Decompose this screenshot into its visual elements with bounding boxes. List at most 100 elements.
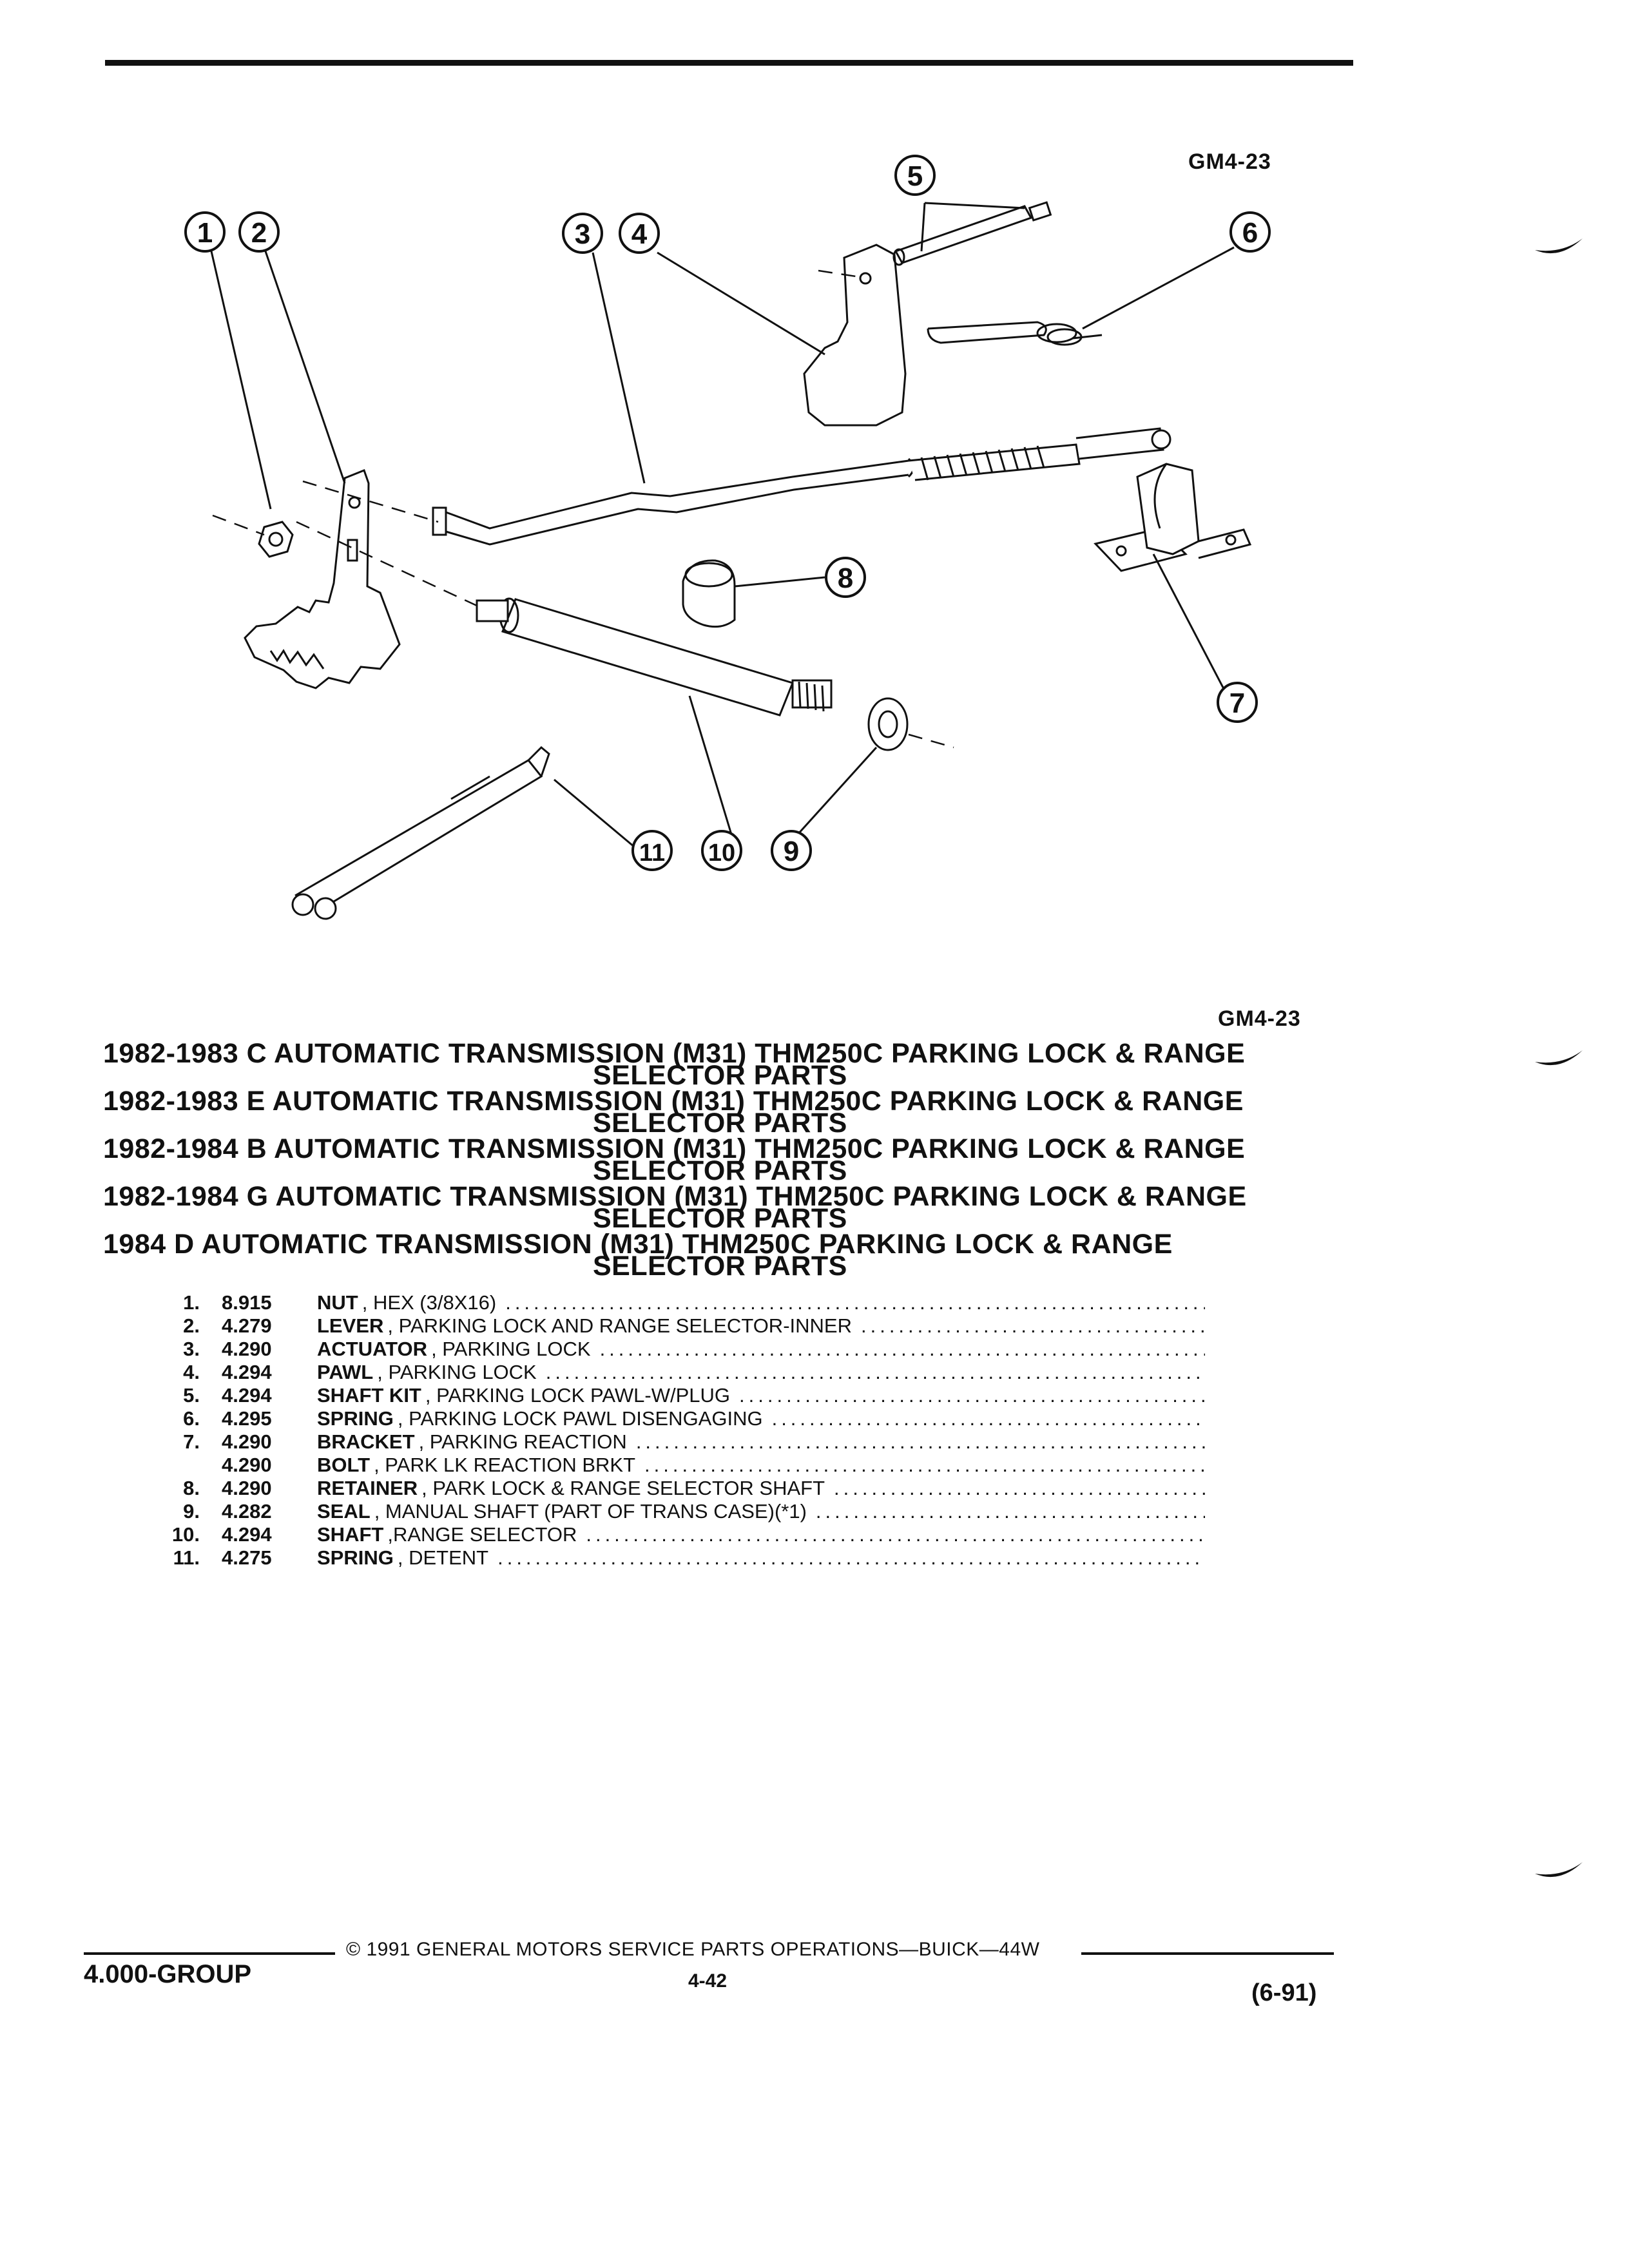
part-group-code: 4.290 xyxy=(222,1338,272,1360)
part-name: NUT xyxy=(317,1291,358,1314)
part-hex-nut xyxy=(258,521,294,558)
part-name: SPRING xyxy=(317,1546,394,1569)
title-sub: SELECTOR PARTS xyxy=(593,1251,847,1282)
dot-leader: ........................................… xyxy=(497,1546,1205,1569)
part-number: 7. xyxy=(183,1430,200,1453)
binder-edge-mark xyxy=(1535,1050,1583,1066)
callout-9: 9 xyxy=(784,836,799,867)
part-name: LEVER xyxy=(317,1314,384,1337)
top-rule xyxy=(105,60,1353,66)
part-number: 3. xyxy=(183,1338,200,1360)
title-sub: SELECTOR PARTS xyxy=(593,1155,847,1186)
part-row: 6. 4.295 SPRING , PARKING LOCK PAWL DISE… xyxy=(142,1407,1205,1430)
part-retainer xyxy=(682,559,736,628)
dot-leader: ........................................… xyxy=(545,1361,1205,1383)
footer-group-label: 4.000-GROUP xyxy=(84,1960,252,1988)
part-description: , PARKING REACTION xyxy=(418,1430,627,1453)
centerlines xyxy=(212,269,954,749)
part-group-code: 4.279 xyxy=(222,1314,272,1337)
callout-11: 11 xyxy=(639,840,665,867)
section-titles: 1982-1983 C AUTOMATIC TRANSMISSION (M31)… xyxy=(103,1038,1353,1281)
leader-lines xyxy=(210,202,1235,858)
part-row: 11. 4.275 SPRING , DETENT ..............… xyxy=(142,1546,1205,1570)
callout-circle-9 xyxy=(771,830,812,871)
dot-leader: ........................................… xyxy=(599,1338,1205,1360)
parts-list: 1. 8.915 NUT , HEX (3/8X16) ............… xyxy=(142,1291,1205,1570)
footer-rule-right xyxy=(1081,1952,1334,1955)
binder-edge-mark xyxy=(1535,1862,1583,1878)
part-description: , PARKING LOCK xyxy=(431,1338,591,1360)
part-name: RETAINER xyxy=(317,1477,418,1499)
callout-4: 4 xyxy=(631,218,648,250)
part-shaft-kit xyxy=(892,201,1052,266)
callout-6: 6 xyxy=(1242,217,1258,249)
part-name: BRACKET xyxy=(317,1430,415,1453)
part-group-code: 4.295 xyxy=(222,1407,272,1430)
dot-leader: ........................................… xyxy=(834,1477,1205,1499)
part-group-code: 4.294 xyxy=(222,1523,272,1546)
part-disengaging-spring xyxy=(927,321,1103,346)
dot-leader: ........................................… xyxy=(635,1430,1205,1453)
part-row: 4.290 BOLT , PARK LK REACTION BRKT .....… xyxy=(142,1454,1205,1477)
part-group-code: 4.290 xyxy=(222,1477,272,1499)
callout-circle-3 xyxy=(562,213,603,254)
callout-circle-1 xyxy=(184,211,226,253)
part-group-code: 4.275 xyxy=(222,1546,272,1569)
title-main: 1982-1983 E AUTOMATIC TRANSMISSION (M31)… xyxy=(103,1086,1244,1117)
title-block: 1982-1983 E AUTOMATIC TRANSMISSION (M31)… xyxy=(103,1086,1353,1138)
part-actuator xyxy=(432,427,1171,546)
part-description: , HEX (3/8X16) xyxy=(361,1291,497,1314)
part-number: 5. xyxy=(183,1384,200,1407)
title-block: 1982-1984 G AUTOMATIC TRANSMISSION (M31)… xyxy=(103,1181,1353,1233)
figure-code-bottom: GM4-23 xyxy=(1218,1006,1301,1031)
callout-10: 10 xyxy=(708,840,735,867)
part-reaction-bracket xyxy=(1094,463,1252,572)
title-main: 1982-1984 G AUTOMATIC TRANSMISSION (M31)… xyxy=(103,1181,1247,1212)
part-pawl xyxy=(803,244,907,427)
title-sub: SELECTOR PARTS xyxy=(593,1108,847,1139)
part-manual-shaft-seal xyxy=(867,697,909,751)
dot-leader: ........................................… xyxy=(505,1291,1205,1314)
callout-circle-2 xyxy=(238,211,280,253)
title-main: 1982-1983 C AUTOMATIC TRANSMISSION (M31)… xyxy=(103,1038,1246,1069)
part-description: , PARK LK REACTION BRKT xyxy=(374,1454,636,1476)
part-name: SHAFT KIT xyxy=(317,1384,421,1407)
part-row: 1. 8.915 NUT , HEX (3/8X16) ............… xyxy=(142,1291,1205,1314)
callout-8: 8 xyxy=(838,562,853,594)
part-row: 7. 4.290 BRACKET , PARKING REACTION ....… xyxy=(142,1430,1205,1454)
part-group-code: 4.294 xyxy=(222,1361,272,1383)
part-name: SHAFT xyxy=(317,1523,384,1546)
callout-circle-5 xyxy=(894,155,936,196)
footer-copyright: © 1991 GENERAL MOTORS SERVICE PARTS OPER… xyxy=(346,1939,1040,1960)
callout-3: 3 xyxy=(575,218,590,250)
dot-leader: ........................................… xyxy=(586,1523,1205,1546)
callout-circle-10 xyxy=(701,830,742,871)
title-block: 1982-1983 C AUTOMATIC TRANSMISSION (M31)… xyxy=(103,1038,1353,1090)
part-row: 10. 4.294 SHAFT ,RANGE SELECTOR ........… xyxy=(142,1523,1205,1546)
binder-edge-mark xyxy=(1535,238,1583,254)
part-row: 4. 4.294 PAWL , PARKING LOCK ...........… xyxy=(142,1361,1205,1384)
part-description: , PARKING LOCK xyxy=(377,1361,537,1383)
part-lever-inner xyxy=(244,469,401,689)
title-sub: SELECTOR PARTS xyxy=(593,1060,847,1091)
part-description: , PARKING LOCK PAWL-W/PLUG xyxy=(425,1384,730,1407)
figure-code-top: GM4-23 xyxy=(1188,149,1271,174)
callout-2: 2 xyxy=(251,217,267,249)
dot-leader: ........................................… xyxy=(644,1454,1205,1476)
part-description: , PARKING LOCK PAWL DISENGAGING xyxy=(397,1407,763,1430)
callout-5: 5 xyxy=(907,160,923,192)
part-number: 10. xyxy=(171,1523,200,1546)
footer-rule-left xyxy=(84,1952,335,1955)
part-row: 3. 4.290 ACTUATOR , PARKING LOCK .......… xyxy=(142,1338,1205,1361)
callout-circle-6 xyxy=(1229,211,1271,253)
part-number: 2. xyxy=(183,1314,200,1337)
parts-diagram: 1 2 3 4 5 6 7 8 9 10 11 xyxy=(184,155,1271,920)
part-number: 9. xyxy=(183,1500,200,1523)
part-name: BOLT xyxy=(317,1454,371,1476)
part-description: ,RANGE SELECTOR xyxy=(387,1523,577,1546)
callout-circle-11 xyxy=(631,830,673,871)
part-name: ACTUATOR xyxy=(317,1338,428,1360)
part-name: SEAL xyxy=(317,1500,371,1523)
part-group-code: 4.290 xyxy=(222,1430,272,1453)
footer-revision-date: (6-91) xyxy=(1251,1979,1317,2006)
